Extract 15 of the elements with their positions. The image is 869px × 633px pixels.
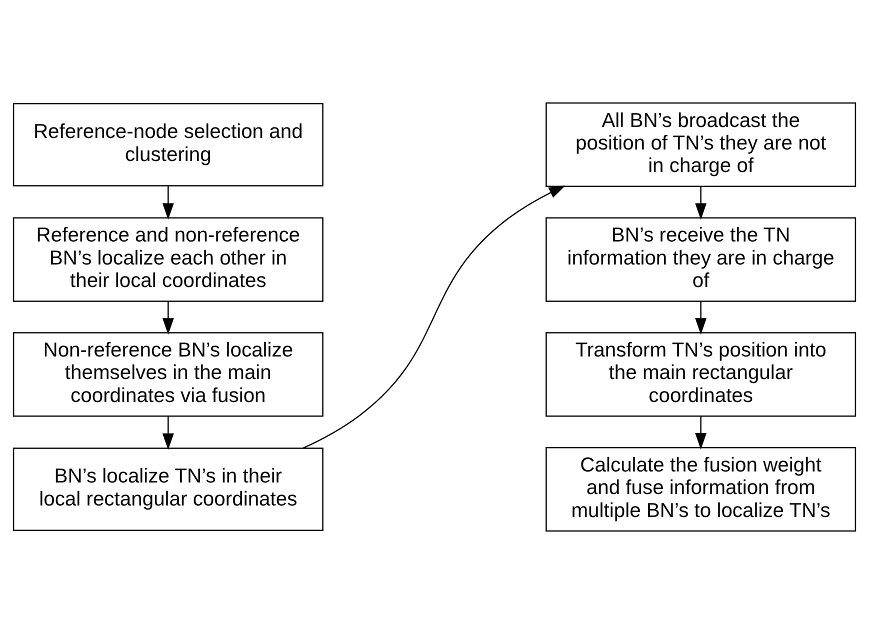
arrow: [302, 185, 566, 448]
arrow: [695, 300, 707, 334]
node-box: All BN’s broadcast the position of TN’s they are not in charge of: [546, 102, 856, 186]
node-box: Transform TN’s position into the main rectangular coordinates: [546, 332, 856, 416]
arrow: [162, 416, 174, 450]
node-box: Non-reference BN’s localize themselves in the main coordinates via fusion: [12, 332, 324, 416]
node-box: BN’s localize TN’s in their local rectangular coordinates: [12, 447, 324, 530]
arrow: [162, 300, 174, 334]
arrow: [162, 185, 174, 220]
arrow: [695, 416, 707, 449]
arrow: [695, 186, 707, 220]
node-box: Calculate the fusion weight and fuse information from multiple BN’s to localize TN’s: [546, 446, 856, 532]
node-box: BN’s receive the TN information they are in charge of: [546, 216, 856, 302]
node-box: Reference-node selection and clustering: [12, 102, 324, 186]
node-box: Reference and non-reference BN’s localize each other in their local coordinates: [12, 216, 324, 302]
